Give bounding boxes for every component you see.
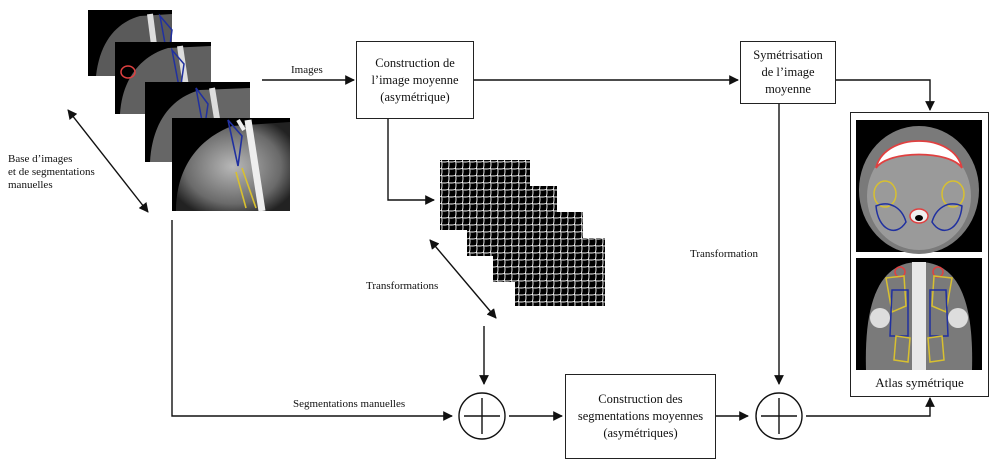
connectors	[67, 75, 935, 421]
grid-4	[515, 238, 605, 306]
deformation-grid-stack	[440, 160, 605, 306]
atlas-caption: Atlas symétrique	[875, 375, 964, 390]
arrow-symetrisation-to-atlas	[836, 79, 935, 111]
arrow-construction-to-grids	[387, 118, 435, 205]
atlas-axial-image	[856, 120, 982, 254]
box-construction-image-moyenne: Construction de l’image moyenne (asymétr…	[356, 41, 474, 119]
box-symetrisation-label: Symétrisation de l’image moyenne	[753, 48, 823, 96]
arrow-base-double	[67, 109, 149, 213]
ct-slice-4	[172, 118, 290, 212]
plus-operator-1	[458, 392, 506, 440]
arrow-segmentations	[171, 220, 453, 421]
box-symetrisation: Symétrisation de l’image moyenne	[740, 41, 836, 104]
arrow-plus-2-to-atlas	[806, 397, 935, 417]
label-transformation: Transformation	[690, 248, 759, 260]
label-base-images: Base d’images et de segmentations manuel…	[8, 153, 95, 191]
box-construction-segmentations: Construction des segmentations moyennes …	[565, 374, 716, 459]
label-segmentations-manuelles: Segmentations manuelles	[293, 398, 406, 410]
atlas-coronal-image	[856, 258, 982, 370]
ct-image-stack	[88, 10, 290, 212]
arrow-transformations-double	[429, 239, 497, 319]
label-images: Images	[291, 64, 323, 76]
box-construction-segmentations-label: Construction des segmentations moyennes …	[577, 392, 704, 440]
box-construction-image-label: Construction de l’image moyenne (asymétr…	[371, 55, 459, 104]
atlas-images	[856, 120, 982, 370]
atlas-frame	[850, 112, 989, 397]
plus-operator-2	[755, 392, 803, 440]
label-transformations: Transformations	[366, 280, 439, 292]
